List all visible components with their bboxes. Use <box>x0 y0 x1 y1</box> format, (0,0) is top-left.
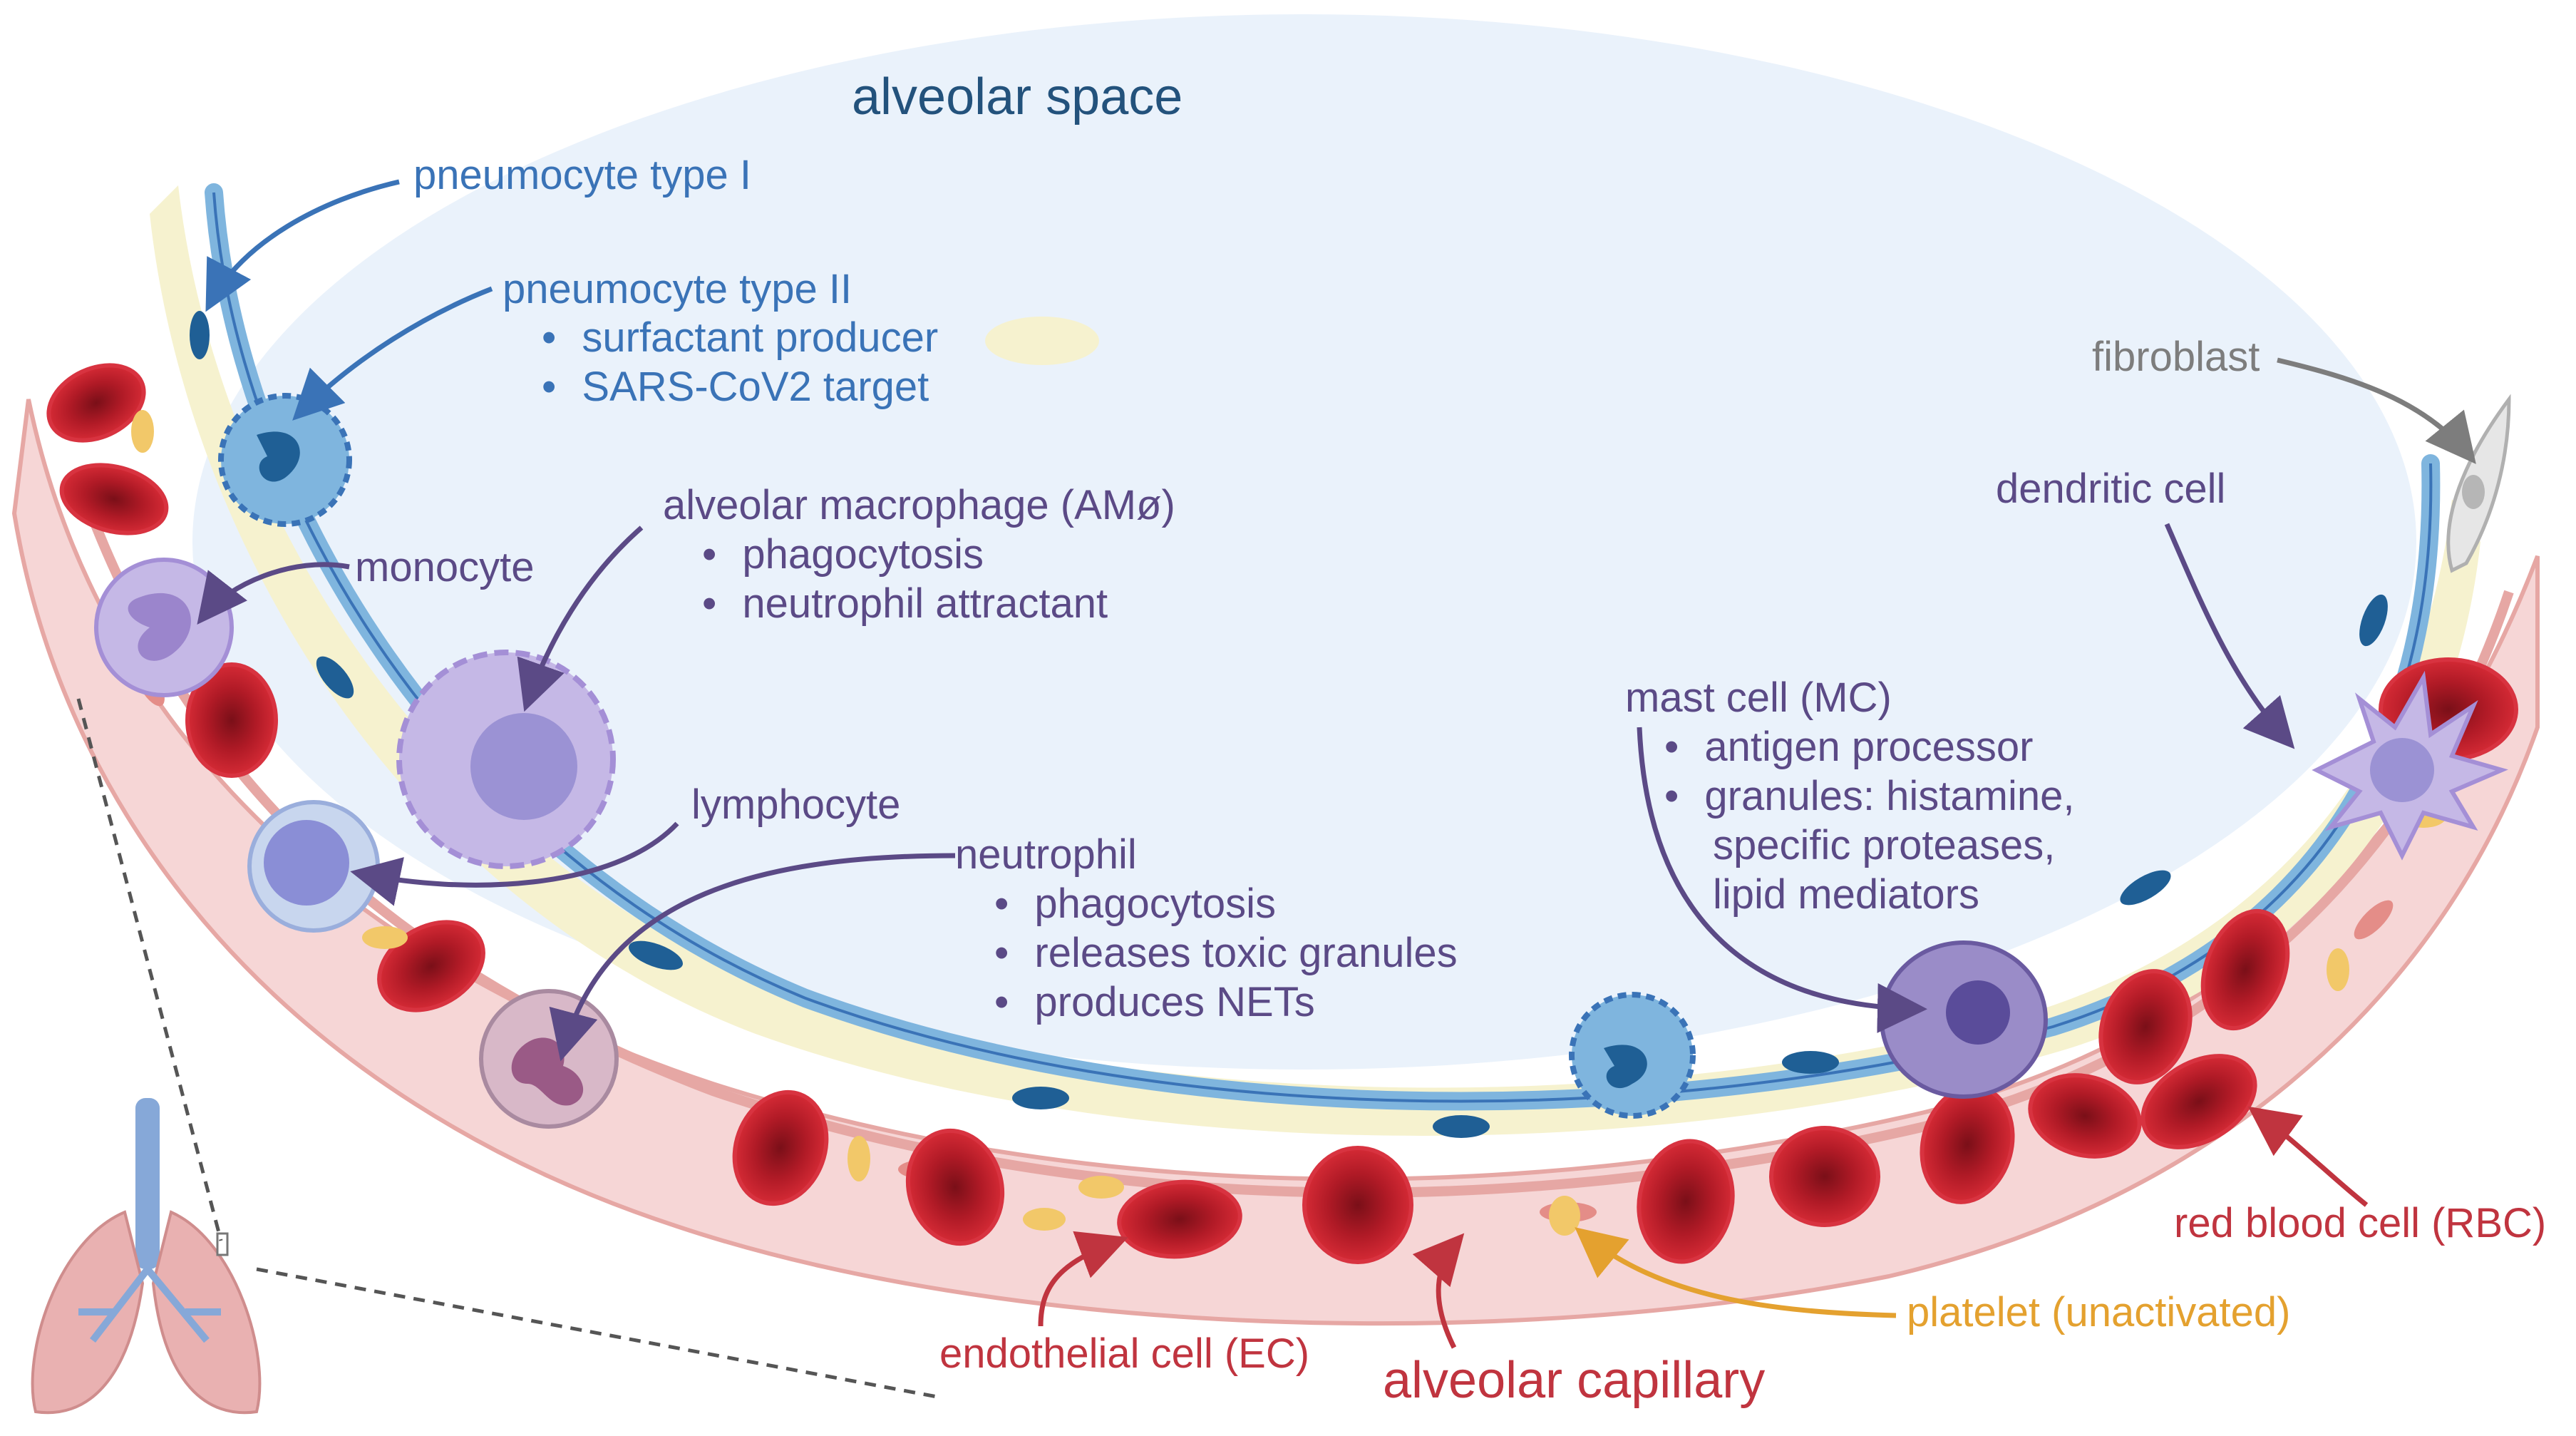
lymphocyte-label: lymphocyte <box>691 781 900 828</box>
platelets <box>131 410 2446 1236</box>
arrow-endothelial-cell <box>1038 1231 1129 1327</box>
fibroblast-cell <box>2446 394 2511 573</box>
mast-cell-bullet-2: • granules: histamine, <box>1664 773 2074 819</box>
dendritic-cell <box>2312 670 2508 861</box>
mast-cell-continuation-1: specific proteases, <box>1713 822 2055 868</box>
monocyte-label: monocyte <box>355 544 534 590</box>
mast-cell-continuation-2: lipid mediators <box>1713 871 1979 918</box>
arrow-neutrophil <box>549 853 956 1062</box>
surfactant-droplet <box>985 317 1099 365</box>
arrow-pneumocyte-type-1 <box>205 179 400 312</box>
mast-cell <box>1880 940 2048 1099</box>
pneumocyte-type-2-bullet-1: • surfactant producer <box>542 314 938 361</box>
dendritic-cell-label: dendritic cell <box>1996 466 2225 512</box>
neutrophil-cell <box>479 989 619 1129</box>
monocyte-cell <box>94 558 234 697</box>
zoom-line-upper <box>76 698 223 1241</box>
capillary-band <box>11 399 2540 1326</box>
zoom-line-lower <box>256 1267 942 1400</box>
alveolar-macrophage-cell <box>396 650 616 869</box>
pneumocyte-type-1-label: pneumocyte type I <box>413 152 751 198</box>
pneumocyte-type-2-title: pneumocyte type II <box>503 266 852 312</box>
lymphocyte-cell <box>247 800 380 933</box>
arrow-mast-cell <box>1637 727 1927 1033</box>
mast-cell-bullet-1: • antigen processor <box>1664 724 2033 770</box>
fibroblast-label: fibroblast <box>2092 334 2260 380</box>
endothelial-cell-label: endothelial cell (EC) <box>939 1330 1309 1377</box>
arrow-platelet <box>1575 1227 1897 1318</box>
pneumocyte-lining-edge <box>212 192 2433 1103</box>
alveolar-space-label: alveolar space <box>852 68 1183 125</box>
platelet-label: platelet (unactivated) <box>1907 1289 2290 1335</box>
arrow-alveolar-capillary <box>1412 1233 1465 1349</box>
alveolar-macrophage-bullet-1: • phagocytosis <box>702 531 984 578</box>
arrow-monocyte <box>197 562 350 625</box>
pneumocyte-type-2-cell-2 <box>1569 992 1696 1119</box>
alveolar-capillary-label: alveolar capillary <box>1383 1352 1765 1409</box>
lung-icon <box>31 1098 262 1415</box>
pneumocyte-type-1-nuclei <box>190 311 2388 1138</box>
neutrophil-title: neutrophil <box>955 831 1137 878</box>
neutrophil-bullet-3: • produces NETs <box>994 979 1315 1025</box>
arrow-dendritic-cell <box>2164 523 2295 749</box>
neutrophil-bullet-2: • releases toxic granules <box>994 930 1458 976</box>
alveolar-space-region <box>192 14 2416 1070</box>
arrow-fibroblast <box>2277 357 2476 464</box>
red-blood-cell-label: red blood cell (RBC) <box>2174 1200 2546 1246</box>
arrow-lymphocyte <box>350 821 679 906</box>
arrow-alveolar-macrophage <box>517 525 644 712</box>
alveolar-macrophage-bullet-2: • neutrophil attractant <box>702 580 1108 627</box>
alveolar-macrophage-title: alveolar macrophage (AMø) <box>663 482 1175 528</box>
arrow-red-blood-cell <box>2247 1106 2369 1207</box>
red-blood-cells <box>46 363 2518 1264</box>
mast-cell-title: mast cell (MC) <box>1625 675 1892 721</box>
pneumocyte-type-2-cell <box>218 393 352 527</box>
pneumocyte-type-2-bullet-2: • SARS-CoV2 target <box>542 364 929 410</box>
arrow-pneumocyte-type-2 <box>292 286 493 421</box>
neutrophil-bullet-1: • phagocytosis <box>994 881 1276 927</box>
